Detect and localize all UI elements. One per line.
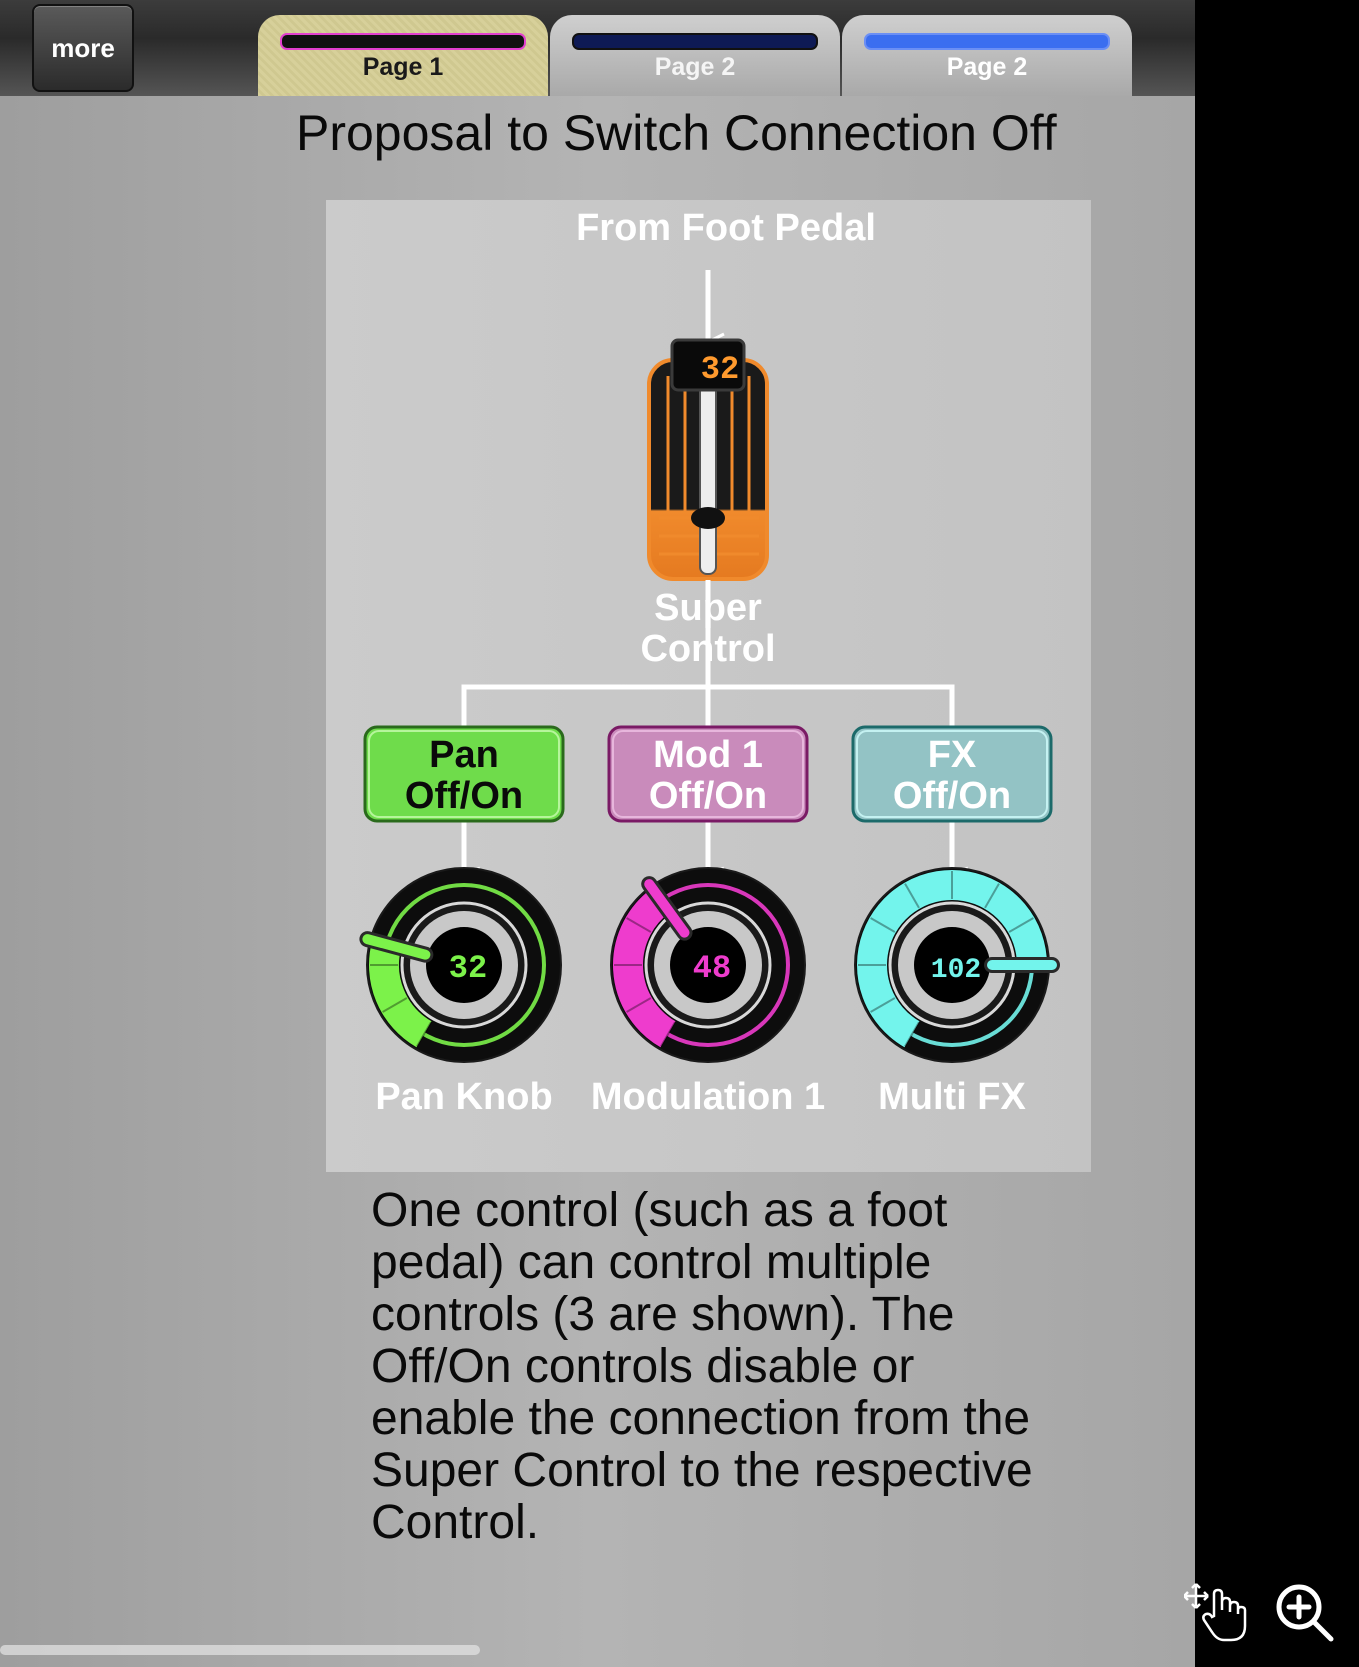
knobs-layer: 32 48 102 [359, 867, 1060, 1063]
pan-knob-pointer [362, 934, 431, 960]
pan-hand-icon[interactable] [1184, 1582, 1256, 1642]
tab-page-1[interactable]: Page 1 [258, 15, 548, 96]
mod1-switch-line2: Off/On [649, 775, 767, 817]
content-area: more Page 1 Page 2 Page 2 Proposal to Sw… [0, 0, 1195, 1667]
connection-lines [461, 580, 955, 870]
pan-knob-label: Pan Knob [375, 1076, 552, 1118]
fx-switch-line1: FX [928, 734, 977, 776]
super-control-slider[interactable]: 32 [647, 338, 769, 581]
pan-knob-tick [416, 1021, 432, 1047]
pan-switch-line1: Pan [429, 734, 499, 776]
modulation-knob-tick [626, 997, 652, 1013]
multi-fx-knob-readout: 102 [931, 955, 981, 986]
modulation-knob-level-arc [613, 888, 676, 1048]
multi-fx-knob[interactable]: 102 [854, 867, 1060, 1063]
more-button[interactable]: more [32, 4, 134, 92]
multi-fx-knob-level-arc [857, 870, 1047, 1048]
zoom-in-icon[interactable] [1274, 1582, 1336, 1644]
mod1-switch-line1: Mod 1 [653, 734, 763, 776]
diagram-canvas: From Foot Pedal 32 [359, 207, 1060, 1118]
multi-fx-knob-tick [1008, 917, 1034, 933]
multi-fx-knob-center [914, 927, 990, 1003]
fx-off-on-switch[interactable]: FX Off/On [851, 725, 1053, 823]
top-toolbar: more Page 1 Page 2 Page 2 [0, 0, 1195, 96]
tab-page-2[interactable]: Page 2 [550, 15, 840, 96]
pan-off-on-switch[interactable]: Pan Off/On [363, 725, 565, 823]
multi-fx-knob-tick [870, 917, 896, 933]
modulation-knob-center [670, 927, 746, 1003]
pan-knob-tick [382, 997, 408, 1013]
multi-fx-knob-tick [904, 883, 920, 909]
tab-label: Page 2 [946, 53, 1028, 81]
modulation-knob-tick [626, 917, 652, 933]
tab-label: Page 1 [362, 53, 444, 81]
tab-label: Page 2 [654, 53, 736, 81]
fx-switch-line2: Off/On [893, 775, 1011, 817]
modulation-knob-readout: 48 [693, 950, 731, 987]
page-title: Proposal to Switch Connection Off [296, 105, 1057, 161]
modulation-knob[interactable]: 48 [610, 867, 806, 1063]
horizontal-scrollbar[interactable] [0, 1645, 480, 1655]
pan-switch-line2: Off/On [405, 775, 523, 817]
super-control-readout: 32 [701, 351, 739, 388]
pan-knob-center [426, 927, 502, 1003]
multi-fx-knob-tick [984, 883, 1000, 909]
description-text: One control (such as a foot pedal) can c… [371, 1184, 1033, 1549]
connection-diagram: From Foot Pedal 32 [326, 200, 1091, 1172]
tab-page-2-second[interactable]: Page 2 [842, 15, 1132, 96]
modulation-knob-pointer [644, 879, 690, 938]
pan-knob-level-arc [369, 940, 432, 1048]
multi-fx-knob-label: Multi FX [878, 1076, 1026, 1118]
modulation-knob-label: Modulation 1 [591, 1076, 825, 1118]
pan-knob-readout: 32 [449, 950, 487, 987]
multi-fx-knob-tick [904, 1021, 920, 1047]
tab-color-stripe [864, 33, 1110, 50]
mod1-off-on-switch[interactable]: Mod 1 Off/On [607, 725, 809, 823]
multi-fx-knob-tick [870, 997, 896, 1013]
source-label: From Foot Pedal [576, 207, 876, 249]
pan-knob[interactable]: 32 [359, 867, 562, 1063]
modulation-knob-tick [660, 1021, 676, 1047]
tab-color-stripe [280, 33, 526, 50]
tab-color-stripe [572, 33, 818, 50]
